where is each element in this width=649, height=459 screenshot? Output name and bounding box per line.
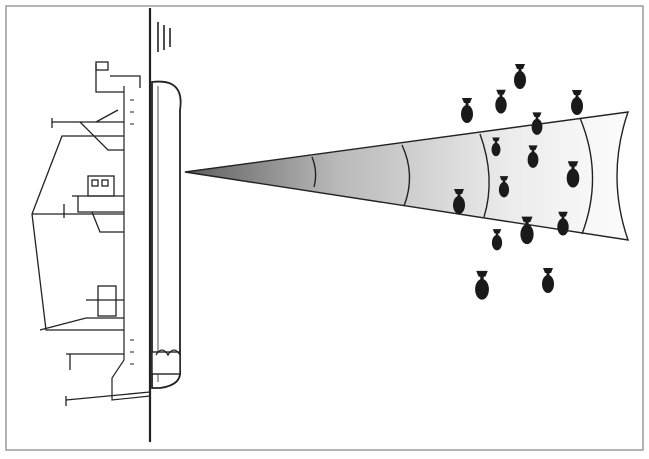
cone-section-4	[579, 117, 594, 235]
bomb-icon	[557, 211, 569, 236]
bomb-icon	[520, 216, 534, 245]
bomb-icon	[531, 112, 543, 135]
bomb-icon	[461, 98, 473, 123]
bomb-icon	[566, 161, 580, 188]
cone-section-3	[479, 133, 490, 218]
bomb-icon	[491, 229, 503, 251]
bomb-icon	[527, 145, 539, 168]
bomb-icon	[514, 64, 526, 89]
ship-icon	[31, 61, 182, 406]
bomb-icon	[453, 189, 465, 214]
bomb-icon	[542, 268, 554, 293]
bomb-icon	[498, 176, 510, 198]
cone-section-1	[311, 156, 317, 188]
bomb-icon	[475, 270, 489, 300]
bomb-icon	[495, 89, 507, 114]
bomb-icon	[491, 137, 501, 157]
frame-border	[5, 5, 644, 451]
sonar-cone	[184, 111, 630, 241]
cone-section-2	[401, 144, 411, 207]
bomb-icon	[571, 90, 583, 115]
bombs-group	[453, 64, 583, 300]
sonar-waves-icon	[157, 22, 171, 52]
